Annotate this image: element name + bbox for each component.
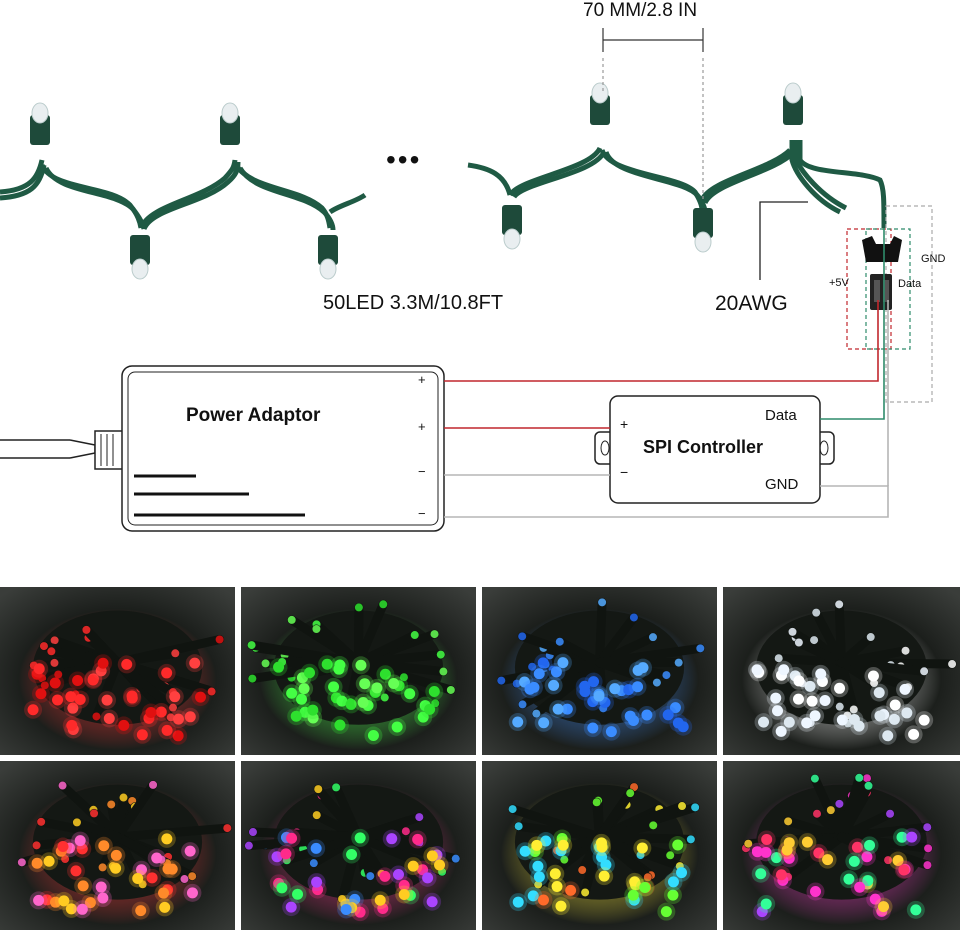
- led-cable-right: [467, 140, 887, 229]
- photo-green: [241, 587, 476, 755]
- connector-data-label: Data: [898, 278, 922, 290]
- adaptor-terminal-1: +: [418, 372, 426, 387]
- photo-pink-mix: [723, 761, 960, 930]
- adaptor-terminal-4: −: [418, 506, 426, 521]
- spacing-dimension: [602, 28, 704, 200]
- wiring-diagram: [0, 28, 933, 532]
- wire-gauge-pointer: [759, 201, 808, 280]
- photo-warm-mix: [0, 761, 235, 930]
- string-length-label: 50LED 3.3M/10.8FT: [323, 292, 504, 314]
- photo-blue: [482, 587, 717, 755]
- photo-white: [723, 587, 960, 755]
- photo-green-yellow-mix: [482, 761, 717, 930]
- adaptor-terminal-2: +: [418, 419, 426, 434]
- spi-controller-title: SPI Controller: [643, 437, 764, 457]
- spi-data-label: Data: [765, 407, 797, 424]
- spi-minus-label: −: [620, 464, 629, 480]
- spi-gnd-label: GND: [765, 476, 799, 493]
- spi-plus-label: +: [620, 416, 629, 432]
- connector-gnd-label: GND: [921, 253, 946, 265]
- wire-gauge-label: 20AWG: [715, 292, 788, 315]
- led-modules: [30, 82, 803, 280]
- ellipsis: •••: [386, 144, 422, 175]
- led-color-photo-grid: [0, 587, 960, 930]
- connector: [846, 205, 933, 403]
- led-cable-left: [0, 159, 367, 231]
- photo-red: [0, 587, 235, 755]
- wires: [444, 228, 889, 518]
- spi-controller-box: [594, 395, 835, 504]
- photo-rainbow-mix: [241, 761, 476, 930]
- spacing-label: 70 MM/2.8 IN: [583, 0, 698, 21]
- power-adaptor-box: [0, 365, 445, 532]
- connector-plus5v-label: +5V: [829, 277, 849, 289]
- power-adaptor-title: Power Adaptor: [186, 405, 321, 426]
- adaptor-terminal-3: −: [418, 464, 426, 479]
